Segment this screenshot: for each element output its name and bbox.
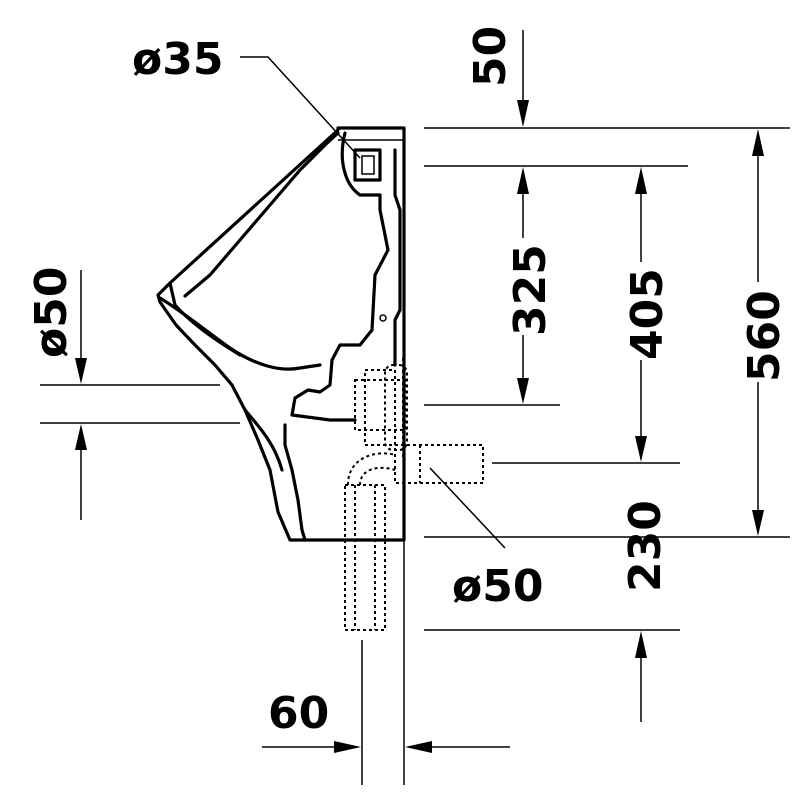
label-inlet-to-waste: 405	[622, 268, 673, 360]
urinal-lower-front	[243, 408, 284, 472]
inlet-connector	[353, 148, 382, 182]
label-waste-height: 230	[620, 500, 671, 592]
fixing-point	[379, 314, 387, 322]
label-waste-diameter: ø50	[452, 561, 543, 612]
urinal-front-lip	[168, 281, 242, 357]
dim-35-leader	[240, 56, 361, 159]
dim-405-arrow-bottom	[635, 436, 647, 462]
label-waste-offset: 60	[268, 688, 329, 739]
label-inlet-to-outlet: 325	[505, 244, 556, 336]
urinal-spreader	[183, 131, 340, 298]
waste-pipe-horizontal	[394, 444, 484, 484]
label-total-height: 560	[739, 290, 790, 382]
dim-560-arrow-bottom	[752, 510, 764, 536]
urinal-outer-outline	[156, 126, 406, 542]
urinal-back-wall	[393, 148, 402, 367]
dim-405-arrow-top	[635, 167, 647, 194]
dim-50-arrow	[517, 100, 529, 127]
dim-230-arrow	[635, 631, 647, 658]
dim-325-arrow-bottom	[517, 378, 529, 404]
siphon-upper-inner	[364, 369, 396, 446]
dim-waste-50-leader	[429, 467, 506, 549]
dim-60-arrow-right	[405, 741, 432, 753]
dim-60-arrow-left	[334, 741, 361, 753]
urinal-lower-body	[283, 423, 307, 542]
dim-325-arrow-top	[517, 167, 529, 194]
waste-pipe-vertical	[344, 484, 386, 631]
label-outlet-diameter-left: ø50	[26, 267, 77, 358]
dim-left-50-arrow-top	[75, 358, 87, 384]
waste-pipe-bend	[347, 452, 396, 486]
label-top-offset: 50	[465, 26, 516, 87]
dimension-lines	[75, 30, 764, 753]
dim-left-50-arrow-bottom	[75, 424, 87, 450]
siphon-dashed	[344, 358, 484, 631]
dimension-labels: ø35 50 ø50 325 405 560 230 ø50 60	[26, 26, 790, 739]
extension-lines	[40, 127, 790, 631]
siphon-upper-box	[354, 379, 406, 431]
dim-560-arrow-top	[752, 129, 764, 156]
inlet-connector-inner	[361, 155, 375, 175]
urinal-body	[156, 126, 406, 542]
label-inlet-diameter: ø35	[132, 34, 223, 85]
urinal-rear-contour	[290, 131, 390, 422]
